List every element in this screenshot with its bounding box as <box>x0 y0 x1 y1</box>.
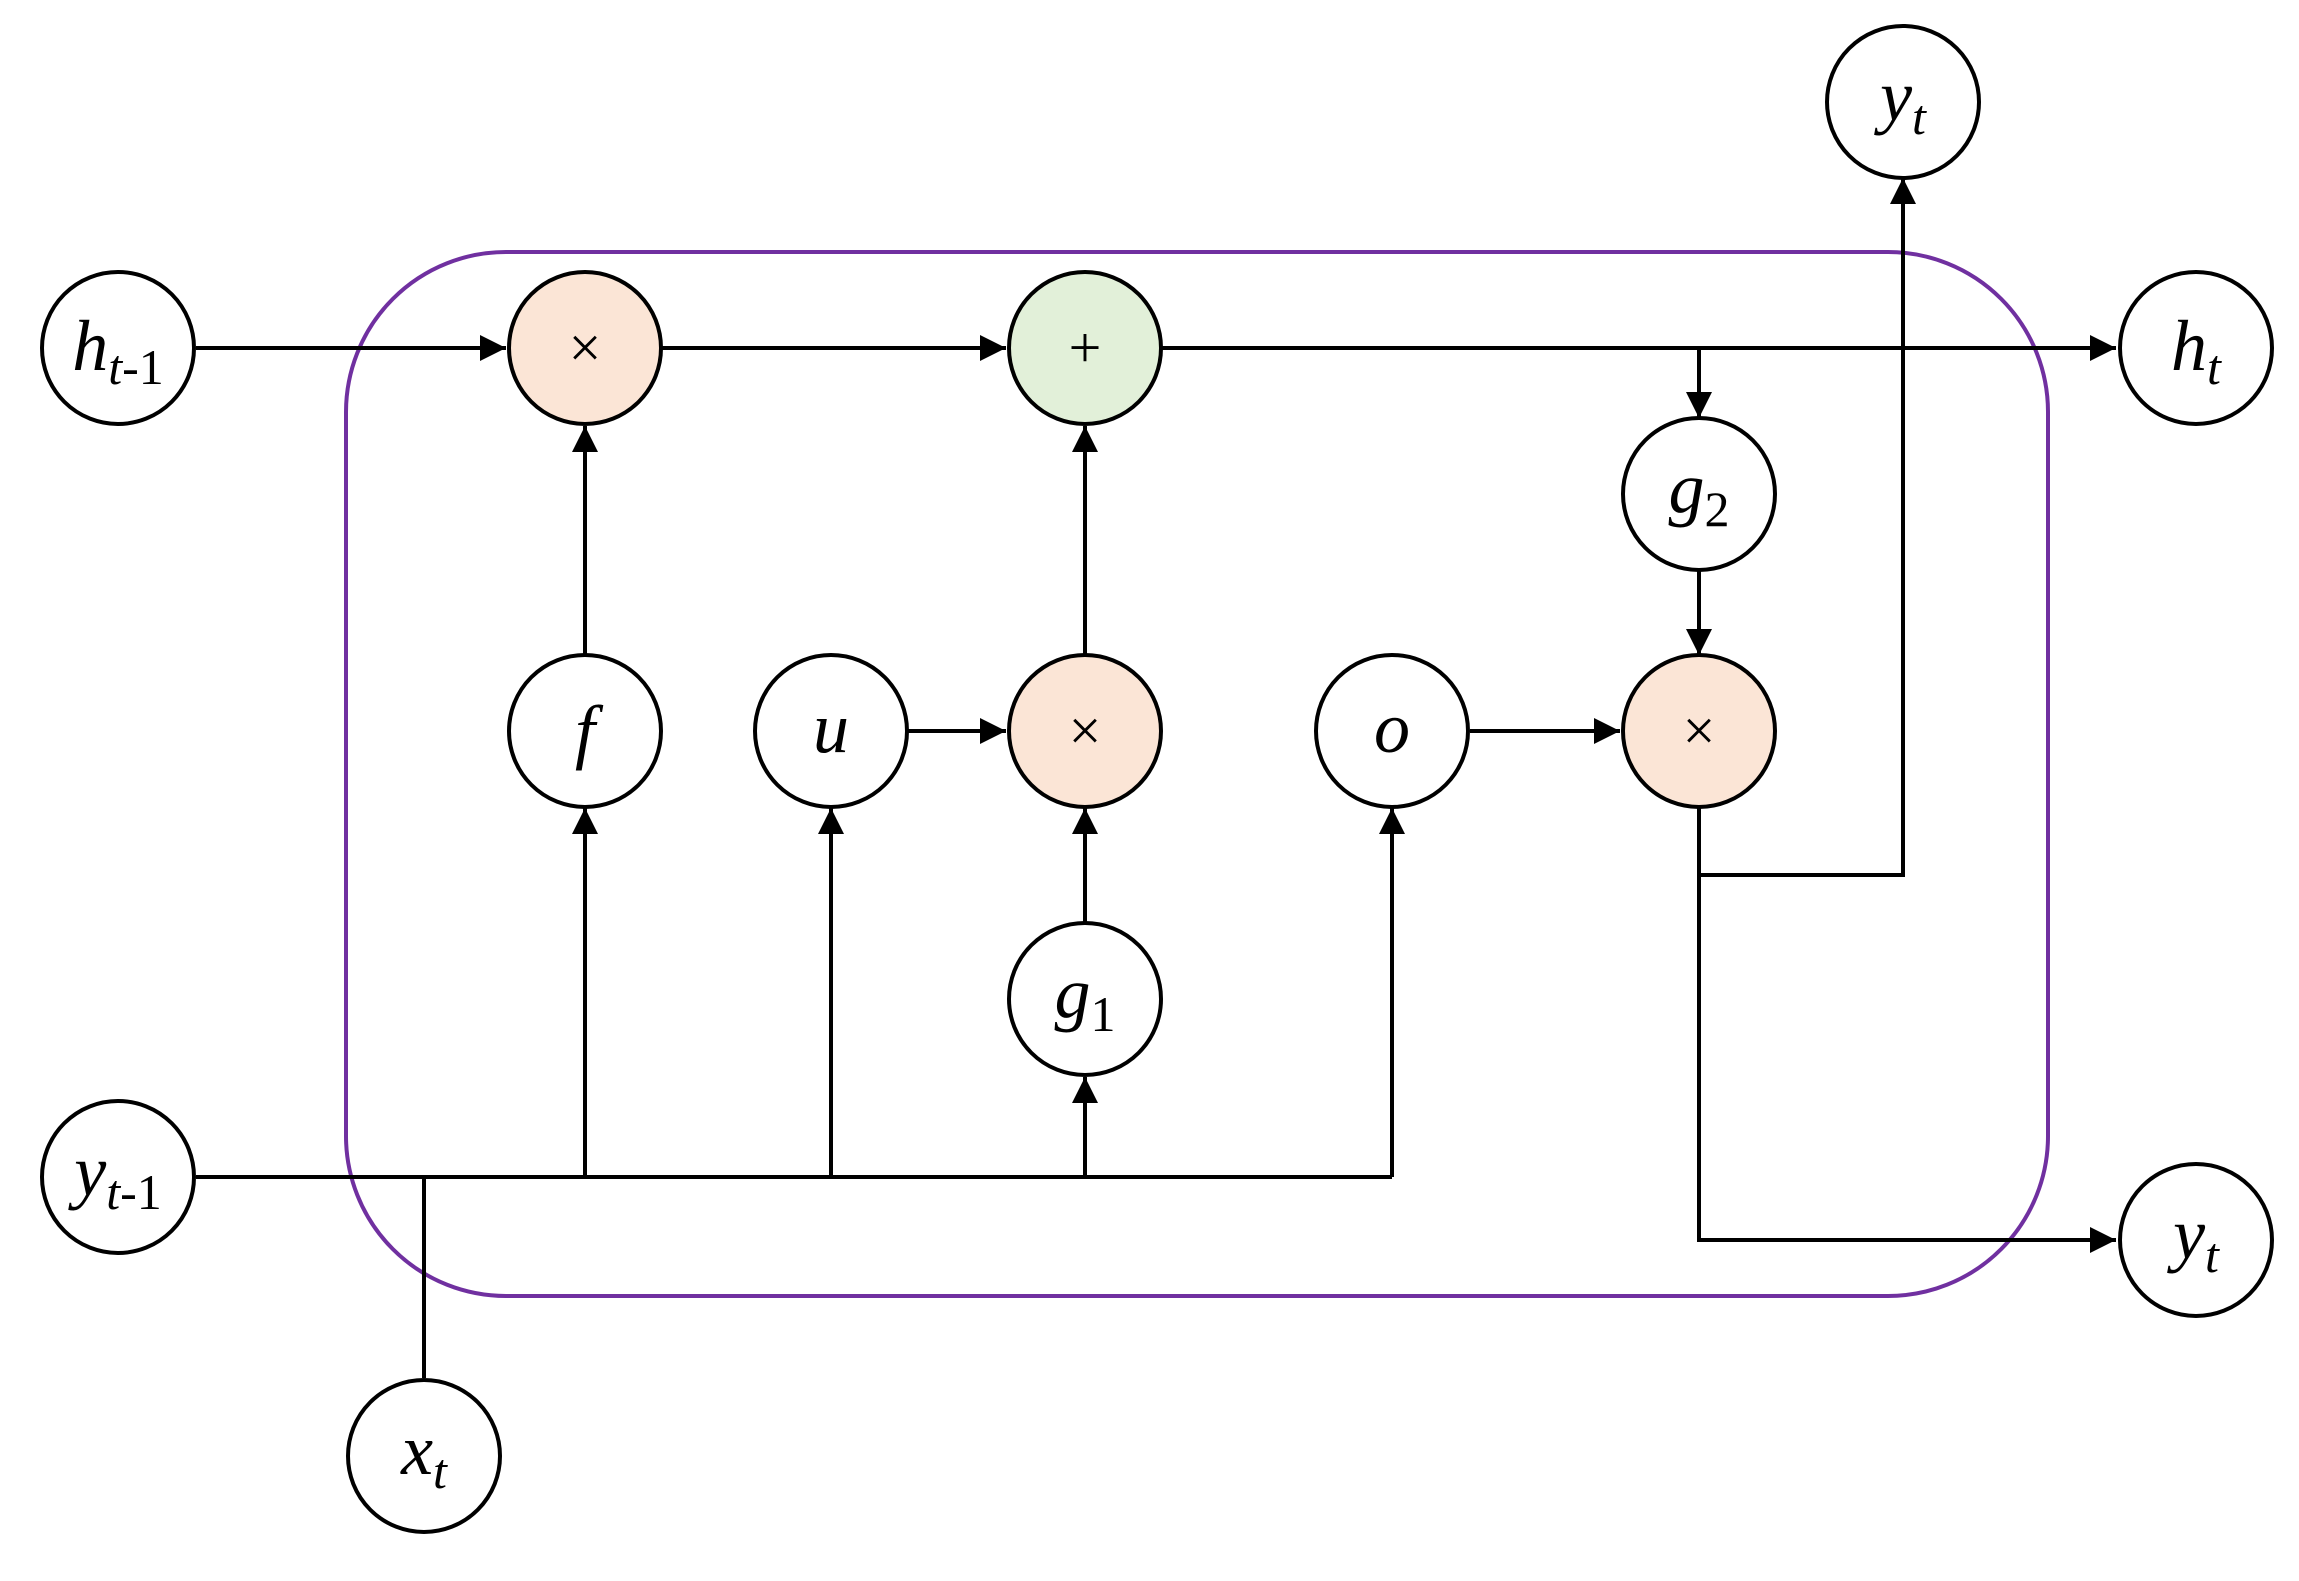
multiply-symbol: × <box>569 315 602 380</box>
node-label: u <box>813 688 849 768</box>
node-label: h <box>72 306 108 386</box>
node-multiply-output: × <box>1621 653 1777 809</box>
node-y-t-out: yt <box>2118 1162 2274 1318</box>
svg-text:g2: g2 <box>1669 448 1730 537</box>
node-g1: g1 <box>1007 921 1163 1077</box>
node-multiply-forget: × <box>507 270 663 426</box>
wire-mul-output-to-yt-top <box>1697 178 1916 877</box>
svg-text:yt: yt <box>1873 56 1927 145</box>
svg-text:yt-1: yt-1 <box>67 1131 162 1220</box>
add-symbol: + <box>1069 315 1102 380</box>
node-update-gate: u <box>753 653 909 809</box>
node-output-gate: o <box>1314 653 1470 809</box>
node-label: x <box>400 1410 433 1490</box>
svg-text:ht: ht <box>2171 306 2222 395</box>
node-x-t: xt <box>346 1378 502 1534</box>
node-multiply-update: × <box>1007 653 1163 809</box>
multiply-symbol: × <box>1683 698 1716 763</box>
multiply-symbol: × <box>1069 698 1102 763</box>
svg-text:ht-1: ht-1 <box>72 306 164 395</box>
connections <box>196 178 2116 1378</box>
svg-text:yt: yt <box>2166 1194 2220 1283</box>
node-h-t: ht <box>2118 270 2274 426</box>
node-label: g <box>1055 953 1091 1033</box>
node-label: h <box>2171 306 2207 386</box>
node-label: y <box>1873 56 1912 136</box>
node-h-prev: ht-1 <box>40 270 196 426</box>
node-forget-gate: f <box>507 653 663 809</box>
node-label: o <box>1374 688 1410 768</box>
cell-boundary <box>344 250 2050 1298</box>
node-label: y <box>67 1131 106 1211</box>
svg-text:xt: xt <box>400 1410 448 1499</box>
wire-mul-output-to-yt-out <box>1697 875 2116 1253</box>
node-label: g <box>1669 448 1705 528</box>
svg-text:g1: g1 <box>1055 953 1116 1042</box>
node-label: y <box>2166 1194 2205 1274</box>
node-add-cell: + <box>1007 270 1163 426</box>
node-g2: g2 <box>1621 416 1777 572</box>
node-y-t-top: yt <box>1825 24 1981 180</box>
node-y-prev: yt-1 <box>40 1099 196 1255</box>
